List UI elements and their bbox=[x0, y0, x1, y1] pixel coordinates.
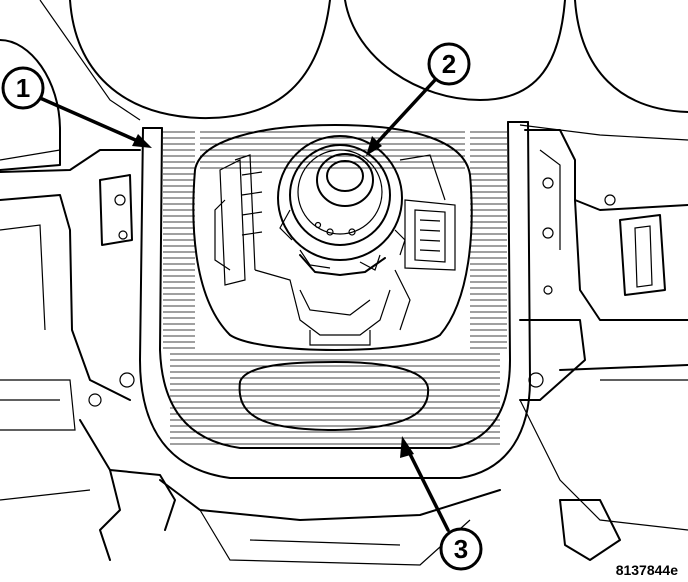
callout-3-label: 3 bbox=[454, 534, 468, 564]
callout-2-label: 2 bbox=[442, 49, 456, 79]
steering-column-shroud bbox=[139, 121, 531, 479]
callout-2: 2 bbox=[427, 42, 471, 86]
callout-3: 3 bbox=[439, 527, 483, 571]
figure-id: 8137844e bbox=[615, 562, 678, 578]
callout-1-label: 1 bbox=[16, 73, 30, 103]
left-dash-panel bbox=[0, 149, 176, 561]
right-dash-panel bbox=[519, 129, 688, 561]
clockspring bbox=[277, 135, 406, 276]
leader-arrows bbox=[38, 78, 450, 532]
column-internals bbox=[214, 154, 456, 346]
callout-1: 1 bbox=[1, 66, 45, 110]
instrument-cluster-outline bbox=[0, 0, 688, 171]
shroud-opening bbox=[192, 124, 473, 351]
access-plug bbox=[238, 361, 430, 431]
shroud-hatching bbox=[163, 131, 507, 445]
